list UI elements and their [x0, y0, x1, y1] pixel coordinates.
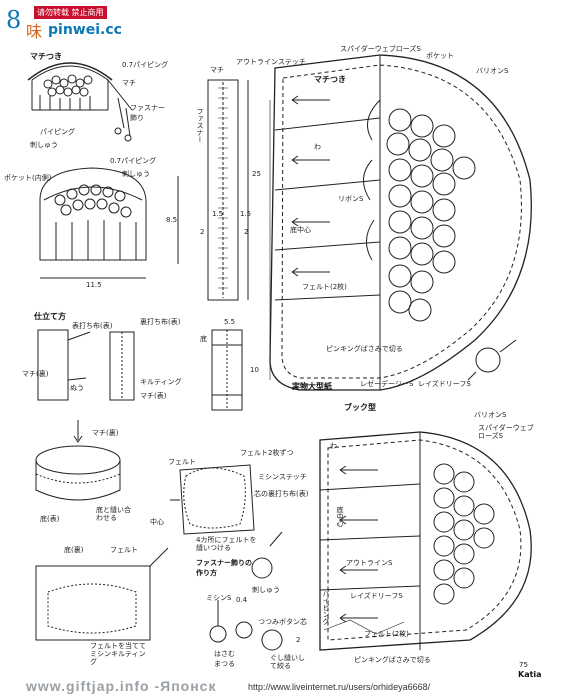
assembly-label-machi-omote: マチ(表) [140, 392, 167, 400]
fastener-ornament [209, 625, 227, 643]
main-label-pinking: ピンキングばさみで切る [326, 345, 403, 353]
assembly-dim-10: 10 [250, 366, 259, 374]
assembly-label-ura: 裏打ち布(表) [140, 318, 181, 326]
book-label-felt-2: フェルト(2枚) [364, 630, 409, 638]
book-label-bullion: バリオンS [474, 411, 507, 419]
assembly-label-machi-ura: マチ(裏) [22, 370, 49, 378]
book-label-wa: わ [330, 442, 337, 450]
label-pocket-inner: ポケット(内側) [4, 174, 52, 182]
zipper-label-outline: アウトラインステッチ [236, 58, 306, 66]
lower-label-felt-hatsu: 4カ所にフェルトを縫いつける [196, 536, 257, 552]
bag-top-outline [31, 65, 109, 110]
lower-label-machi-ura: マチ(裏) [92, 429, 119, 437]
watermark-tag: 请勿转载 禁止商用 [34, 6, 107, 19]
assembly-label-nuu: ぬう [70, 384, 84, 392]
assembly-label-bottom: 底 [200, 335, 207, 343]
book-label-piping: パイピング [322, 590, 330, 625]
assembly-dim-55: 5.5 [224, 318, 236, 326]
main-label-lazy-leaf: レイズドリーフS [418, 380, 471, 388]
brand-katia: Katia [518, 670, 542, 679]
lower-label-guru: ぐし縫いして絞る [270, 654, 305, 670]
footer-right-link[interactable]: http://www.liveinternet.ru/users/orhidey… [248, 682, 431, 692]
lower-dim-04: 0.4 [236, 596, 248, 604]
main-pattern-flowers [386, 108, 476, 322]
main-label-jitsubutsu: 実物大型紙 [292, 382, 332, 391]
assembly-title: 仕立て方 [34, 312, 66, 321]
book-label-outline: アウトラインS [346, 559, 393, 567]
label-fastener-kazari: 飾り [130, 114, 144, 122]
zipper-dim-3: 1.5 [240, 210, 252, 218]
lower-label-felt-sage: フェルトを当てて ミシンキルティング [90, 642, 146, 666]
zipper-dim-2: 2 [244, 228, 249, 236]
zipper-dim-25: 25 [252, 170, 261, 178]
lower-label-kabe-ura: 芯の裏打ち布(表) [254, 490, 309, 498]
main-label-wa: わ [314, 143, 321, 151]
mascot-doodle [475, 347, 501, 373]
watermark-site: pinwei.cc [48, 22, 122, 38]
book-label-lazy-leaf: レイズドリーフS [350, 592, 403, 600]
lower-pocket [35, 565, 151, 641]
logo-glyph: 8 [6, 6, 22, 34]
label-shishu-b: 刺しゅう [122, 170, 150, 178]
main-label-ribbon: リボンS [338, 195, 364, 203]
label-shishu: 刺しゅう [30, 141, 58, 149]
main-pattern-outline [269, 54, 532, 391]
fastener-title: ファスナー飾りの作り方 [196, 559, 252, 577]
lower-label-tsutsumi: つつみボタン芯 [258, 618, 307, 626]
lower-label-hasami: はさむ [214, 650, 235, 658]
assembly-label-omote: 表打ち布(表) [72, 322, 113, 330]
label-machi: マチ [122, 79, 136, 87]
lower-label-felt-2mai: フェルト2枚ずつ [240, 449, 294, 457]
bag-front-flowers [54, 184, 132, 218]
main-label-soko-chushin: 底中心 [290, 226, 311, 234]
main-label-bullion: バリオンS [476, 67, 509, 75]
main-label-pocket: ポケット [426, 52, 454, 60]
label-fastener: ファスナー [130, 104, 165, 112]
label-piping: パイピング [40, 128, 75, 136]
dim-85: 8.5 [166, 216, 178, 224]
zipper-dim-0: 1.5 [212, 210, 224, 218]
bag-top-flowers [43, 74, 93, 97]
lower-dim-2: 2 [296, 636, 301, 644]
label-piping-07b: 0.7パイピング [110, 157, 157, 165]
book-pattern-flowers [433, 463, 495, 605]
assembly-label-kilting: キルティング [140, 378, 182, 386]
book-label-spider-web: スパイダーウェブローズS [478, 424, 534, 440]
label-piping-07: 0.7パイピング [122, 61, 169, 69]
lower-label-mishin: ミシンステッチ [258, 473, 307, 481]
footer-watermark: www.giftjap.info -Японск http://www.live… [0, 674, 561, 699]
zipper-label-machi: マチ [210, 66, 224, 74]
lower-label-mishin-b: ミシンS [206, 594, 232, 602]
page-number: 75 [519, 661, 528, 669]
lower-label-naka: 中心 [150, 518, 164, 526]
bag-front-outline [39, 167, 147, 261]
footer-left-text: www.giftjap.info -Японск [26, 678, 217, 694]
main-title-machi: マチつき [314, 75, 346, 84]
zipper-dim-1: 2 [200, 228, 205, 236]
logo-glyph-mi: 味 [26, 22, 43, 41]
lower-label-soko-awase: 底と縫い合わせる [96, 506, 131, 522]
main-label-lazy-daisy: レゼーデージーS [360, 380, 414, 388]
zipper-strip [207, 79, 239, 301]
book-label-pinking: ピンキングばさみで切る [354, 656, 431, 664]
dim-115: 11.5 [86, 281, 102, 289]
book-pattern-outline [319, 431, 532, 651]
lower-label-shishu: 刺しゅう [252, 586, 280, 594]
book-label-soko-chushin: 底中心 [336, 506, 344, 527]
section-machi-label: マチつき [30, 52, 62, 61]
lower-label-soko-ura: 底(表) [40, 515, 60, 523]
zipper-label-fastener: ファスナー [196, 108, 204, 143]
lower-label-maruru: まつる [214, 660, 235, 668]
lower-label-soko-omote: 底(裏) [64, 546, 84, 554]
lower-label-felt: フェルト [168, 458, 196, 466]
main-label-book-type: ブック型 [344, 403, 376, 412]
main-label-spider-web: スパイダーウェブローズS [340, 45, 421, 53]
main-label-felt-2: フェルト(2枚) [302, 283, 347, 291]
watermark-logo: 8 味 请勿转载 禁止商用 pinwei.cc [2, 2, 122, 42]
bottom-ellipse [35, 445, 121, 475]
assembly-step1 [37, 329, 69, 401]
felt-block [179, 464, 255, 535]
lower-label-felt-b: フェルト [110, 546, 138, 554]
